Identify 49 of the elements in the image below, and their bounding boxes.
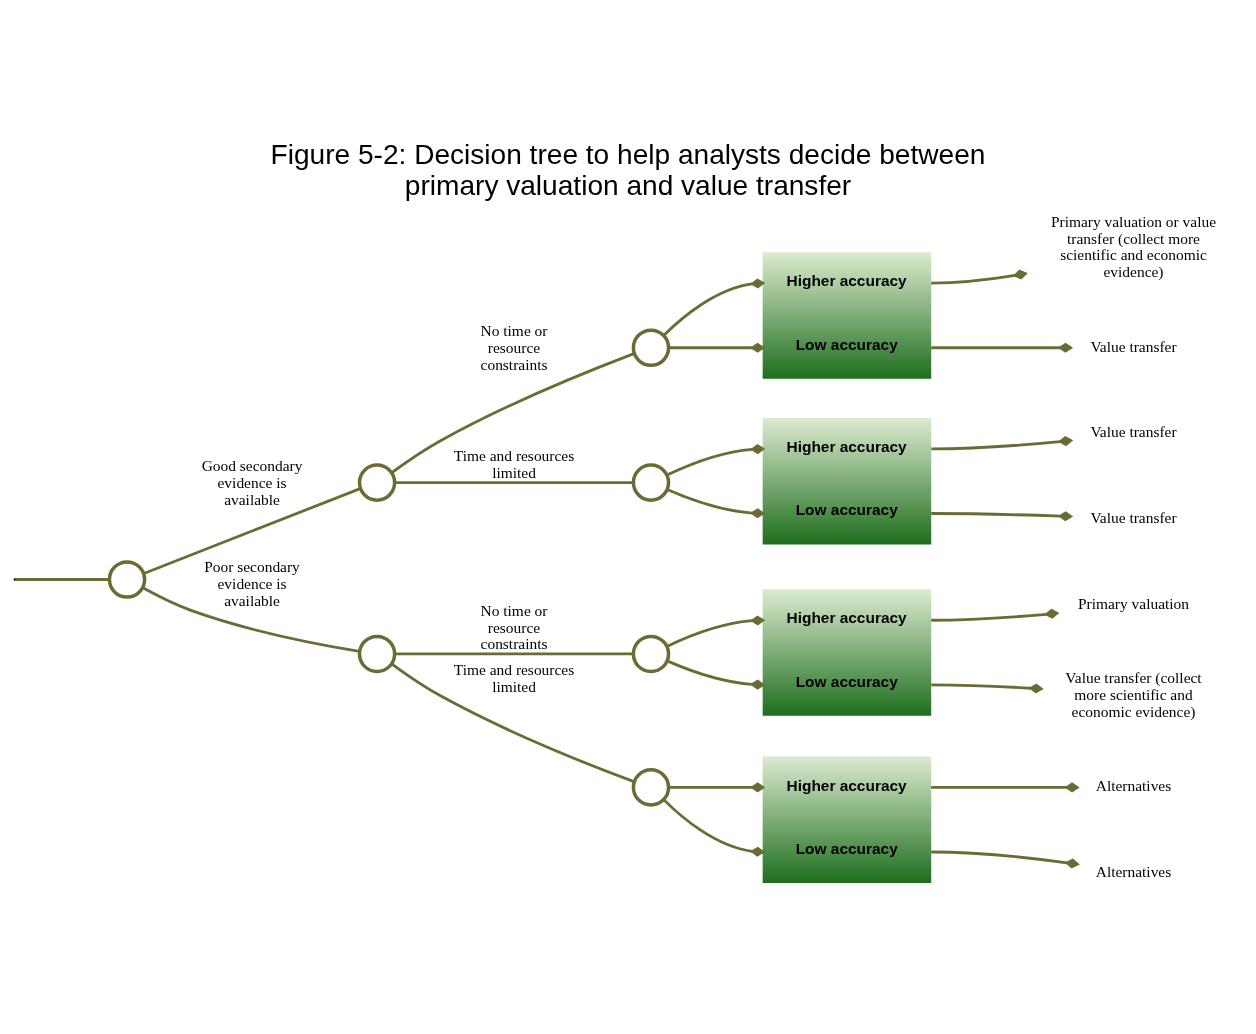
node-text: Primary valuation bbox=[1077, 594, 1190, 612]
node-circle bbox=[631, 634, 671, 674]
connector bbox=[395, 652, 634, 656]
node-text: Primary valuation or value transfer (collect more scientific and economic evidence) bbox=[1050, 212, 1217, 281]
connector bbox=[931, 850, 1080, 869]
node-circle bbox=[631, 463, 671, 502]
connector bbox=[668, 342, 766, 353]
node-circle bbox=[357, 463, 397, 502]
edge-label: No time or resource constraints bbox=[480, 601, 548, 653]
node-circle bbox=[357, 634, 397, 674]
connector bbox=[666, 615, 766, 648]
connector bbox=[395, 481, 634, 484]
connector bbox=[668, 782, 766, 793]
node-circle bbox=[631, 768, 671, 807]
node-box: Higher accuracy Low accuracy bbox=[762, 252, 932, 379]
node-box: Higher accuracy Low accuracy bbox=[762, 417, 932, 545]
connector bbox=[143, 487, 361, 575]
node-text: Value transfer (collect more scientific and economic evidence) bbox=[1065, 669, 1202, 720]
diagram-title: Figure 5-2: Decision tree to help analysts decide between primary valuation and value transfer bbox=[270, 138, 986, 201]
edge-label: Time and resources limited bbox=[453, 660, 575, 695]
connector bbox=[931, 436, 1074, 451]
node-text: Value transfer bbox=[1090, 509, 1177, 527]
connector bbox=[931, 782, 1080, 793]
connector bbox=[666, 444, 766, 477]
connector bbox=[931, 683, 1044, 694]
node-text: Alternatives bbox=[1095, 863, 1172, 881]
connector bbox=[931, 608, 1060, 622]
edge-label: Good secondary evidence is available bbox=[201, 457, 303, 508]
node-box: Higher accuracy Low accuracy bbox=[762, 756, 932, 883]
connector bbox=[391, 662, 635, 783]
node-text: Alternatives bbox=[1095, 777, 1172, 795]
connector bbox=[662, 798, 766, 857]
node-circle bbox=[631, 328, 671, 368]
edge-label: No time or resource constraints bbox=[480, 322, 548, 373]
connector bbox=[391, 352, 635, 474]
connector bbox=[15, 578, 110, 581]
connector bbox=[931, 269, 1028, 285]
connector bbox=[667, 488, 766, 519]
connector bbox=[931, 342, 1074, 353]
connector bbox=[931, 511, 1074, 522]
connector bbox=[142, 586, 360, 653]
node-text: Value transfer bbox=[1090, 423, 1177, 441]
connector bbox=[662, 278, 766, 337]
node-circle bbox=[107, 560, 147, 599]
connector bbox=[667, 659, 766, 690]
node-box: Higher accuracy Low accuracy bbox=[762, 589, 932, 716]
edge-label: Poor secondary evidence is available bbox=[204, 558, 300, 609]
edge-label: Time and resources limited bbox=[453, 447, 575, 482]
node-text: Value transfer bbox=[1090, 337, 1177, 355]
